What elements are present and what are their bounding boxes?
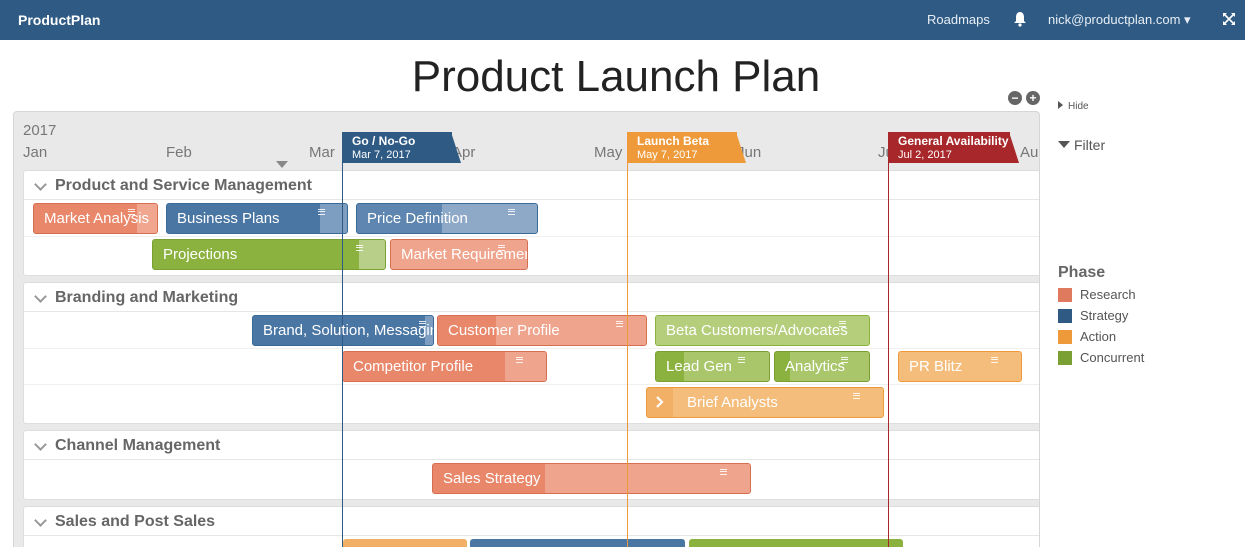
- nav-roadmaps-link[interactable]: Roadmaps: [927, 12, 990, 27]
- milestone-date: Mar 7, 2017: [352, 149, 411, 161]
- chevron-right-icon[interactable]: [655, 395, 665, 409]
- legend-item-research[interactable]: Research: [1058, 288, 1136, 304]
- brand-logo[interactable]: ProductPlan: [18, 12, 101, 28]
- row-divider: [24, 384, 1039, 385]
- phase-legend-title: Phase: [1058, 264, 1106, 281]
- legend-label: Strategy: [1080, 308, 1129, 323]
- filter-button[interactable]: Filter: [1058, 137, 1105, 153]
- lane-title: Sales and Post Sales: [55, 513, 216, 530]
- caret-right-icon: [1058, 101, 1063, 109]
- bell-icon[interactable]: [1013, 11, 1027, 27]
- legend-label: Action: [1080, 329, 1117, 344]
- lane-header[interactable]: Channel Management: [24, 431, 1039, 460]
- milestone-date: May 7, 2017: [637, 149, 698, 161]
- expand-icon[interactable]: [1222, 12, 1236, 26]
- roadmap-bar[interactable]: Analytics: [774, 351, 870, 382]
- lane-header[interactable]: Sales and Post Sales: [24, 507, 1039, 536]
- lane-header[interactable]: Branding and Marketing: [24, 283, 1039, 312]
- roadmap-bar[interactable]: [689, 539, 903, 547]
- row-divider: [24, 348, 1039, 349]
- color-swatch: [1058, 330, 1072, 344]
- month-label: Mar: [309, 144, 335, 161]
- roadmap-bar[interactable]: Price Definition: [356, 203, 538, 234]
- roadmap-bar[interactable]: PR Blitz: [898, 351, 1022, 382]
- lane-grid: [24, 312, 1039, 423]
- roadmap-bar[interactable]: [470, 539, 685, 547]
- milestone-flag-launch-beta[interactable]: Launch Beta May 7, 2017: [627, 132, 746, 163]
- lane-header[interactable]: Product and Service Management: [24, 171, 1039, 200]
- row-divider: [24, 236, 1039, 237]
- lane-grid: [24, 200, 1039, 275]
- roadmap-bar[interactable]: Market Analysis: [33, 203, 158, 234]
- lane-title: Branding and Marketing: [55, 289, 239, 306]
- hide-sidebar-toggle[interactable]: Hide: [1058, 101, 1089, 112]
- milestone-flag-go-no-go[interactable]: Go / No-Go Mar 7, 2017: [342, 132, 461, 163]
- roadmap-bar[interactable]: Competitor Profile: [342, 351, 547, 382]
- roadmap-bar[interactable]: [343, 539, 467, 547]
- legend-item-strategy[interactable]: Strategy: [1058, 309, 1128, 325]
- timeline-year: 2017: [23, 122, 57, 139]
- roadmap-bar[interactable]: Lead Gen: [655, 351, 770, 382]
- chevron-down-icon[interactable]: [34, 438, 47, 451]
- legend-label: Research: [1080, 287, 1136, 302]
- month-label: Jan: [23, 144, 48, 161]
- milestone-name: Go / No-Go: [352, 134, 416, 148]
- legend-label: Concurrent: [1080, 350, 1145, 365]
- roadmap-bar[interactable]: Sales Strategy: [432, 463, 751, 494]
- color-swatch: [1058, 351, 1072, 365]
- roadmap-bar[interactable]: Projections: [152, 239, 386, 270]
- month-label: May: [594, 144, 623, 161]
- top-nav-bar: ProductPlan Roadmaps nick@productplan.co…: [0, 0, 1245, 40]
- filter-icon: [1058, 141, 1070, 148]
- page-title: Product Launch Plan: [411, 52, 821, 101]
- zoom-out-button[interactable]: −: [1008, 91, 1022, 105]
- chevron-down-icon[interactable]: [34, 178, 47, 191]
- chevron-down-icon[interactable]: [34, 290, 47, 303]
- zoom-in-button[interactable]: +: [1026, 91, 1040, 105]
- color-swatch: [1058, 309, 1072, 323]
- legend-item-concurrent[interactable]: Concurrent: [1058, 351, 1144, 367]
- month-label: Au: [1020, 144, 1039, 161]
- today-marker: [276, 161, 288, 168]
- roadmap-bar[interactable]: Customer Profile: [437, 315, 647, 346]
- milestone-line: [888, 132, 889, 547]
- roadmap-bar[interactable]: Brief Analysts: [646, 387, 884, 418]
- roadmap-bar[interactable]: Brand, Solution, Messaging: [252, 315, 434, 346]
- chevron-down-icon[interactable]: [34, 514, 47, 527]
- milestone-line: [627, 132, 628, 547]
- user-menu[interactable]: nick@productplan.com ▾: [1048, 12, 1191, 27]
- color-swatch: [1058, 288, 1072, 302]
- milestone-line: [342, 132, 343, 547]
- milestone-flag-general-availability[interactable]: General Availability Jul 2, 2017: [888, 132, 1019, 163]
- hide-label: Hide: [1068, 101, 1089, 112]
- milestone-name: Launch Beta: [637, 134, 710, 148]
- filter-label: Filter: [1074, 137, 1106, 153]
- roadmap-bar[interactable]: Beta Customers/Advocates: [655, 315, 870, 346]
- roadmap-bar[interactable]: Business Plans: [166, 203, 348, 234]
- milestone-date: Jul 2, 2017: [898, 149, 952, 161]
- lane-title: Product and Service Management: [55, 177, 312, 194]
- milestone-name: General Availability: [898, 134, 1009, 148]
- legend-item-action[interactable]: Action: [1058, 330, 1116, 346]
- lane-title: Channel Management: [55, 437, 221, 454]
- month-label: Feb: [166, 144, 192, 161]
- roadmap-bar[interactable]: Market Requirements: [390, 239, 528, 270]
